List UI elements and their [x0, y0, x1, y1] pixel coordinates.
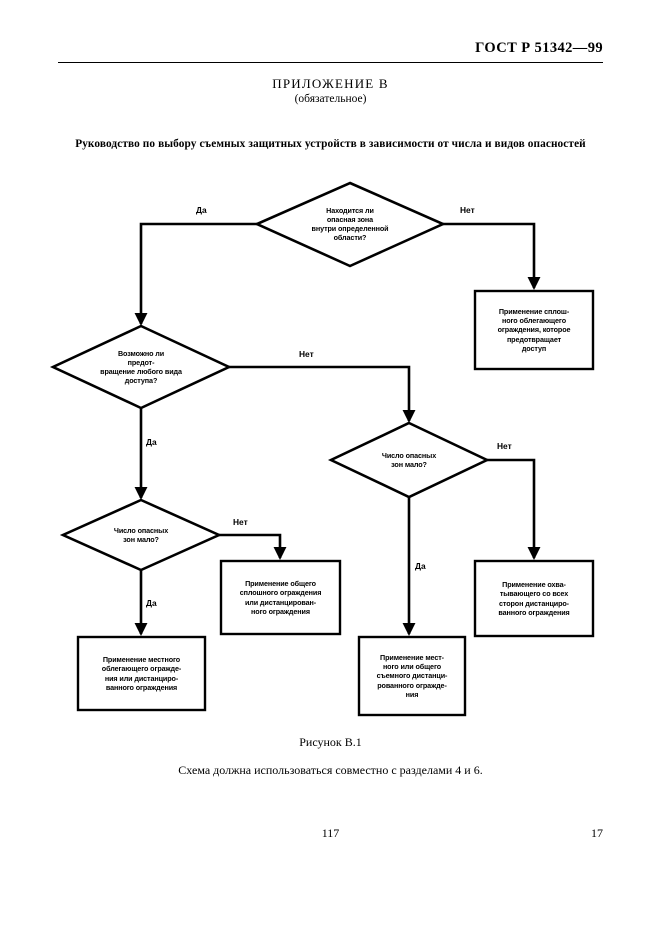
standard-number-header: ГОСТ Р 51342—99	[475, 40, 603, 56]
action-node-3-shape	[473, 559, 595, 638]
decision-node-1-shape	[253, 181, 447, 268]
edge-d1-no	[443, 222, 541, 290]
edge-d1-yes	[134, 222, 257, 326]
decision-node-2-label: Возможно ли предот- вращение любого вида…	[100, 348, 182, 386]
figure-caption: Рисунок В.1	[299, 735, 362, 749]
action-node-5-shape	[357, 635, 467, 717]
action-node-2-shape	[219, 559, 342, 636]
footer-page-number-right: 17	[591, 826, 603, 840]
edge-label-d1-no: Нет	[460, 205, 475, 215]
figure-note: Схема должна использоваться совместно с …	[178, 763, 483, 777]
action-node-5-label: Применение мест- ного или общего съемног…	[376, 652, 448, 699]
footer-page-number-center: 117	[321, 826, 340, 840]
action-node-1-label: Применение сплош- ного облегающего ограж…	[497, 306, 571, 353]
edge-label-d2-no: Нет	[299, 349, 314, 359]
appendix-title: ПРИЛОЖЕНИЕ В	[272, 76, 389, 91]
action-node-4-label: Применение местного облегающего огражде-…	[101, 655, 182, 692]
edge-label-d4-yes: Да	[146, 598, 157, 608]
decision-node-3-label: Число опасных зон мало?	[381, 450, 437, 469]
edge-label-d1-yes: Да	[196, 205, 207, 215]
edge-d2-no	[229, 365, 416, 423]
edge-label-d2-yes: Да	[146, 437, 157, 447]
action-node-1-shape	[473, 289, 595, 371]
action-node-3-label: Применение охва- тывающего со всех сторо…	[498, 580, 570, 617]
decision-node-4-label: Число опасных зон мало?	[113, 525, 169, 544]
action-node-2-label: Применение общего сплошного ограждения и…	[239, 579, 322, 616]
edge-label-d3-yes: Да	[415, 561, 426, 571]
appendix-subtitle: (обязательное)	[294, 93, 367, 105]
edge-label-d3-no: Нет	[497, 441, 512, 451]
guide-title: Руководство по выбору съемных защитных у…	[75, 138, 586, 150]
edge-label-d4-no: Нет	[233, 517, 248, 527]
edge-d3-no	[487, 458, 541, 560]
edge-d4-no	[219, 533, 287, 560]
header-divider	[58, 62, 603, 63]
decision-node-1-label: Находится ли опасная зона внутри определ…	[311, 205, 389, 243]
action-node-4-shape	[76, 635, 207, 712]
